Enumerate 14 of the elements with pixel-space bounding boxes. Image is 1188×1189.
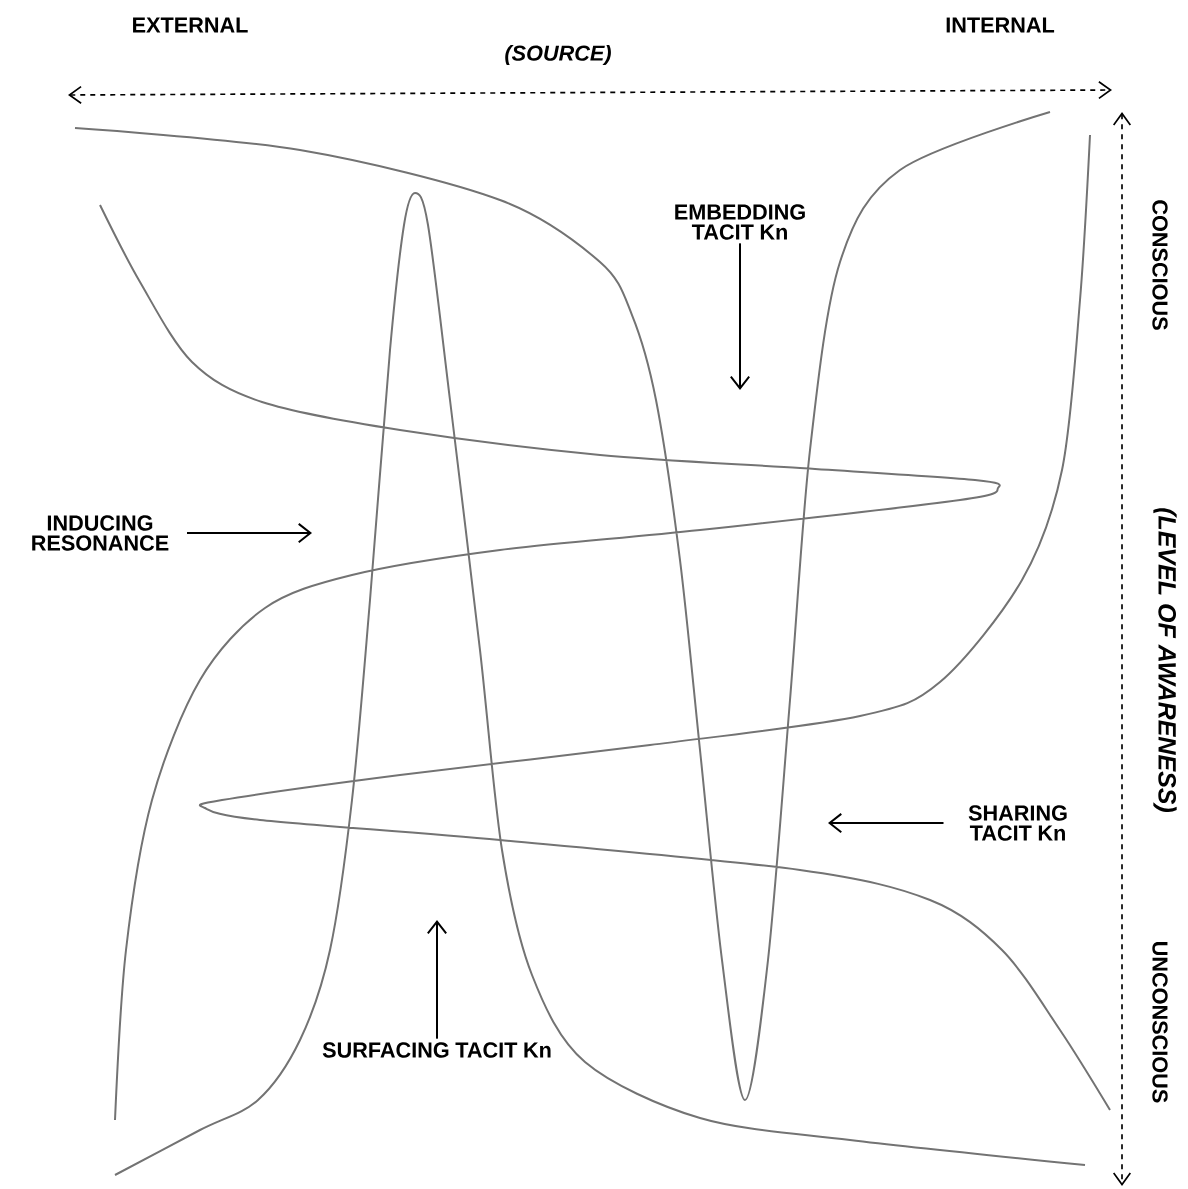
axis-title: (LEVEL OF AWARENESS) <box>1153 508 1177 813</box>
axis-label: CONSCIOUS <box>1152 200 1168 330</box>
arrow-label: SHARING TACIT Kn <box>968 805 1067 841</box>
arrow-label: EMBEDDING TACIT Kn <box>675 204 805 240</box>
axis-title: (SOURCE) <box>505 44 611 66</box>
axis-label: UNCONSCIOUS <box>1152 942 1168 1103</box>
arrow <box>729 242 751 390</box>
arrow-label: SURFACING TACIT Kn <box>322 1042 551 1058</box>
arrow <box>186 522 312 544</box>
arrow <box>828 812 945 834</box>
arrow <box>426 920 448 1040</box>
axis-label: EXTERNAL <box>133 17 248 33</box>
axis-label: INTERNAL <box>946 17 1055 33</box>
arrow-label: INDUCING RESONANCE <box>32 515 169 551</box>
